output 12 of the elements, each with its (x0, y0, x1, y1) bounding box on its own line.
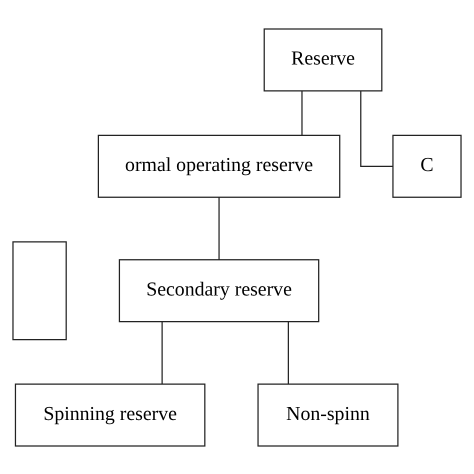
connector (162, 321, 163, 384)
node-box: C (392, 134, 462, 198)
connector (218, 196, 220, 260)
node-box: Secondary reserve (118, 258, 320, 322)
node-box: Spinning reserve (14, 383, 206, 446)
node-box (12, 240, 67, 340)
node-box: ormal operating reserve (98, 134, 340, 198)
connector (301, 90, 303, 135)
node-box: Non-spinn (257, 383, 399, 446)
connector (288, 321, 289, 384)
node-box: Reserve (264, 28, 382, 91)
connector (360, 90, 393, 166)
